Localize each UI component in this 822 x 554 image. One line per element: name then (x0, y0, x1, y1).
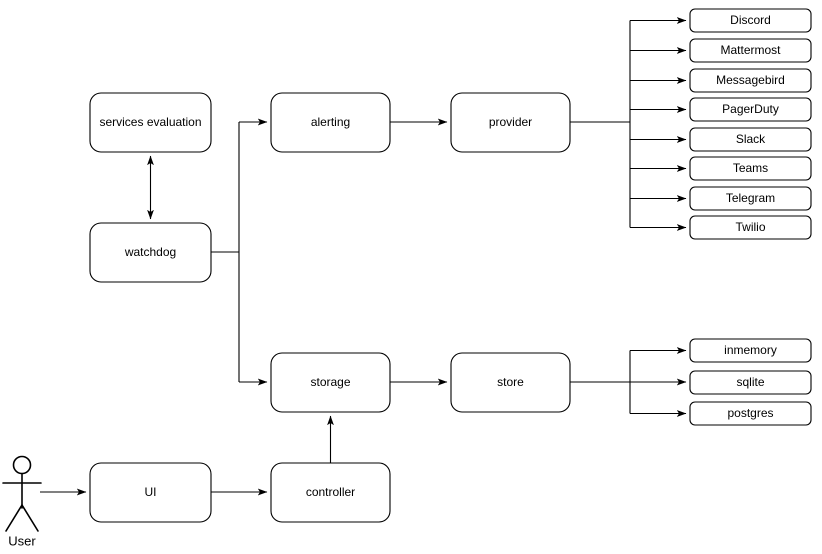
leaf-twilio-rect[interactable] (689, 215, 812, 240)
leaf-telegram-rect[interactable] (689, 186, 812, 211)
leaf-slack[interactable]: Slack (689, 127, 812, 152)
leaf-pagerduty[interactable]: PagerDuty (689, 97, 812, 122)
leaf-postgres-label: postgres (727, 406, 773, 420)
node-services-evaluation-rect[interactable] (89, 92, 212, 153)
node-store[interactable]: store (450, 352, 571, 413)
user-actor[interactable]: User (2, 455, 42, 549)
leaf-postgres-rect[interactable] (689, 401, 812, 426)
node-ui-rect[interactable] (89, 462, 212, 523)
node-watchdog-label: watchdog (124, 245, 176, 259)
node-storage[interactable]: storage (270, 352, 391, 413)
actor-head (12, 455, 32, 475)
node-controller-rect[interactable] (270, 462, 391, 523)
actor-leg-left (5, 504, 23, 532)
leaf-sqlite-label: sqlite (736, 375, 764, 389)
node-store-label: store (497, 375, 524, 389)
node-alerting-label: alerting (311, 115, 350, 129)
node-provider-rect[interactable] (450, 92, 571, 153)
actor-leg-right (21, 504, 39, 532)
leaf-telegram[interactable]: Telegram (689, 186, 812, 211)
leaf-discord-label: Discord (730, 13, 771, 27)
leaf-pagerduty-label: PagerDuty (722, 102, 779, 116)
user-actor-label: User (8, 533, 36, 548)
node-alerting[interactable]: alerting (270, 92, 391, 153)
leaf-teams-label: Teams (733, 161, 768, 175)
leaf-teams-rect[interactable] (689, 156, 812, 181)
node-watchdog[interactable]: watchdog (89, 222, 212, 283)
leaf-teams[interactable]: Teams (689, 156, 812, 181)
leaf-inmemory-rect[interactable] (689, 338, 812, 363)
node-controller[interactable]: controller (270, 462, 391, 523)
leaf-mattermost[interactable]: Mattermost (689, 38, 812, 63)
leaf-discord[interactable]: Discord (689, 8, 812, 33)
leaf-messagebird-rect[interactable] (689, 68, 812, 93)
leaf-messagebird[interactable]: Messagebird (689, 68, 812, 93)
leaf-twilio-label: Twilio (735, 220, 765, 234)
node-services-evaluation-label: services evaluation (99, 115, 201, 129)
leaf-twilio[interactable]: Twilio (689, 215, 812, 240)
leaf-inmemory[interactable]: inmemory (689, 338, 812, 363)
leaf-pagerduty-rect[interactable] (689, 97, 812, 122)
node-storage-rect[interactable] (270, 352, 391, 413)
leaf-mattermost-label: Mattermost (720, 43, 781, 57)
leaf-discord-rect[interactable] (689, 8, 812, 33)
node-layer: services evaluation watchdog alerting pr… (89, 92, 571, 523)
leaf-mattermost-rect[interactable] (689, 38, 812, 63)
provider-leaf-layer: Discord Mattermost Messagebird PagerDuty… (689, 8, 812, 240)
stick-figure-icon (2, 455, 42, 532)
leaf-sqlite-rect[interactable] (689, 370, 812, 395)
node-ui-label: UI (145, 485, 157, 499)
leaf-slack-label: Slack (736, 132, 766, 146)
edge-layer (40, 17, 687, 496)
node-store-rect[interactable] (450, 352, 571, 413)
node-ui[interactable]: UI (89, 462, 212, 523)
leaf-inmemory-label: inmemory (724, 343, 777, 357)
node-services-evaluation[interactable]: services evaluation (89, 92, 212, 153)
node-controller-label: controller (306, 485, 355, 499)
leaf-postgres[interactable]: postgres (689, 401, 812, 426)
leaf-slack-rect[interactable] (689, 127, 812, 152)
leaf-messagebird-label: Messagebird (716, 73, 785, 87)
node-watchdog-rect[interactable] (89, 222, 212, 283)
store-leaf-layer: inmemory sqlite postgres (689, 338, 812, 426)
leaf-sqlite[interactable]: sqlite (689, 370, 812, 395)
node-provider[interactable]: provider (450, 92, 571, 153)
node-provider-label: provider (489, 115, 532, 129)
node-alerting-rect[interactable] (270, 92, 391, 153)
leaf-telegram-label: Telegram (726, 191, 775, 205)
node-storage-label: storage (310, 375, 350, 389)
